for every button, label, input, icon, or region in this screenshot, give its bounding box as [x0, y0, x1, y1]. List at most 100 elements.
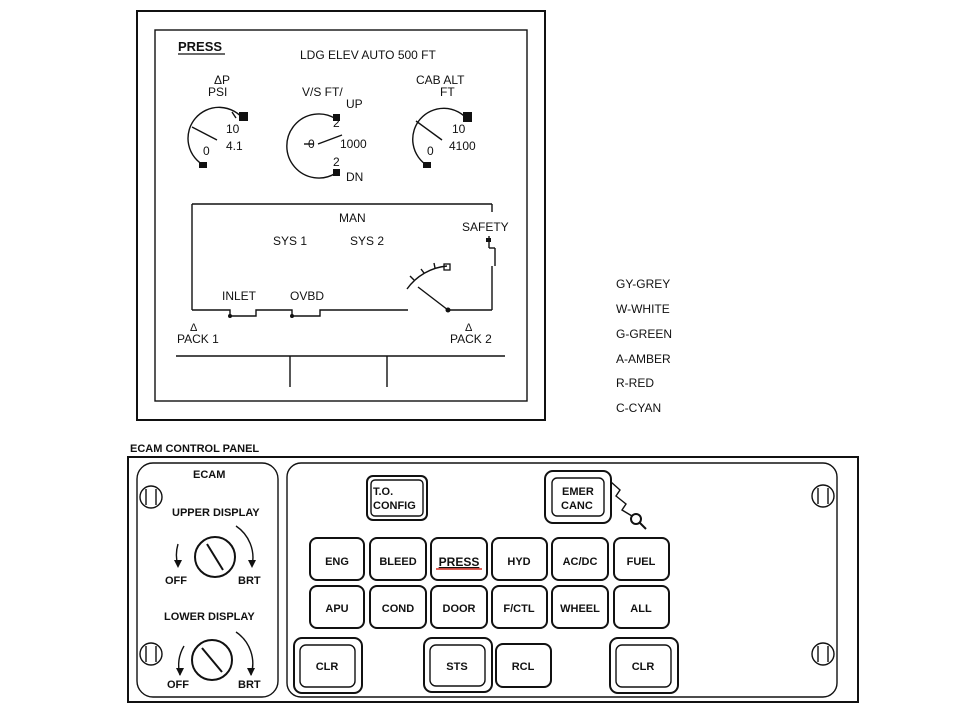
- emer-canc-key[interactable]: [551, 477, 605, 517]
- clr-right-button[interactable]: CLR: [609, 637, 679, 694]
- vs-tick-dn: 2: [333, 155, 340, 169]
- rcl-button[interactable]: RCL: [495, 643, 552, 688]
- f-ctl-button[interactable]: F/CTL: [491, 585, 548, 629]
- eng-label: ENG: [325, 556, 349, 568]
- cond-label: COND: [382, 603, 414, 615]
- cond-key[interactable]: [369, 585, 427, 629]
- to-config-button[interactable]: T.O. CONFIG: [366, 475, 428, 521]
- delta-p-value: 4.1: [226, 139, 243, 153]
- sts-guard: [423, 637, 493, 693]
- display-screen: [154, 29, 528, 402]
- clr-left-guard: [293, 637, 363, 694]
- emer-canc-button[interactable]: EMER CANC: [544, 470, 647, 530]
- legend-item: G-GREEN: [616, 327, 672, 341]
- delta-p-tick: [231, 111, 237, 119]
- cab-alt-unit: FT: [440, 85, 455, 99]
- clr-right-key[interactable]: [615, 644, 672, 688]
- hyd-button[interactable]: HYD: [491, 537, 548, 581]
- arrow-down-icon: [248, 560, 256, 568]
- press-button[interactable]: PRESS: [430, 537, 488, 581]
- to-config-key[interactable]: [370, 479, 424, 517]
- legend-item: C-CYAN: [616, 401, 661, 415]
- door-button[interactable]: DOOR: [430, 585, 488, 629]
- hyd-label: HYD: [507, 556, 530, 568]
- cab-alt-pointer: [415, 120, 443, 141]
- display-brightness-section: [136, 462, 279, 698]
- pack1-label: PACK 1: [177, 332, 219, 346]
- ldg-elev-readout: LDG ELEV AUTO 500 FT: [300, 48, 437, 62]
- bleed-key[interactable]: [369, 537, 427, 581]
- pack2-delta: Δ: [465, 322, 473, 334]
- key-ring-icon: [630, 513, 642, 525]
- f-ctl-label: F/CTL: [503, 603, 534, 615]
- eng-key[interactable]: [309, 537, 365, 581]
- clr-right-label: CLR: [632, 661, 655, 673]
- door-label: DOOR: [443, 603, 476, 615]
- clr-left-button[interactable]: CLR: [293, 637, 363, 694]
- clr-left-key[interactable]: [299, 644, 356, 688]
- inlet-label: INLET: [222, 289, 257, 303]
- cab-alt-arc: [412, 107, 469, 167]
- hyd-key[interactable]: [491, 537, 548, 581]
- all-key[interactable]: [613, 585, 670, 629]
- outflow-valve-tick-2: [420, 268, 425, 274]
- wheel-label: WHEEL: [560, 603, 600, 615]
- vs-pointer: [317, 134, 343, 145]
- ac-dc-key[interactable]: [551, 537, 609, 581]
- screw-icon: [811, 484, 835, 508]
- upper-off-label: OFF: [165, 575, 187, 587]
- ac-dc-button[interactable]: AC/DC: [551, 537, 609, 581]
- f-ctl-key[interactable]: [491, 585, 548, 629]
- vs-value: 1000: [340, 137, 367, 151]
- fuel-button[interactable]: FUEL: [613, 537, 670, 581]
- fuel-key[interactable]: [613, 537, 670, 581]
- guard-wire: [610, 481, 633, 517]
- legend-item: A-AMBER: [616, 352, 671, 366]
- pack1-delta: Δ: [190, 322, 198, 334]
- clr-left-label: CLR: [316, 661, 339, 673]
- upper-brt-label: BRT: [238, 575, 261, 587]
- cabin-altitude-gauge: CAB ALT FT 10 0 4100: [412, 73, 476, 168]
- man-label: MAN: [339, 211, 366, 225]
- outflow-valve-tick-3: [433, 262, 436, 269]
- upper-display-knob[interactable]: [174, 525, 256, 578]
- display-outer-frame: [136, 10, 546, 421]
- sts-label: STS: [446, 661, 467, 673]
- pack2-label: PACK 2: [450, 332, 492, 346]
- all-button[interactable]: ALL: [613, 585, 670, 629]
- wheel-key[interactable]: [551, 585, 609, 629]
- vertical-speed-gauge: V/S FT/ UP 2 0 1000 2 DN: [286, 85, 367, 184]
- outflow-valve-tick-1: [409, 275, 415, 281]
- rcl-key[interactable]: [495, 643, 552, 688]
- lower-display-knob[interactable]: [176, 631, 255, 681]
- press-label: PRESS: [439, 555, 480, 569]
- arrow-down-icon: [247, 668, 255, 676]
- legend-item: W-WHITE: [616, 302, 670, 316]
- sts-key[interactable]: [429, 644, 486, 687]
- apu-label: APU: [325, 603, 348, 615]
- panel-outer-frame: [127, 456, 859, 703]
- safety-label: SAFETY: [462, 220, 509, 234]
- delta-p-tick-high: 10: [226, 122, 240, 136]
- sys1-label: SYS 1: [273, 234, 307, 248]
- eng-button[interactable]: ENG: [309, 537, 365, 581]
- sts-button[interactable]: STS: [423, 637, 493, 693]
- cond-button[interactable]: COND: [369, 585, 427, 629]
- outflow-valve-pointer: [417, 286, 449, 311]
- valve-schematic: MAN SYS 1 SYS 2 SAFETY INLET OVBD: [191, 203, 509, 318]
- upper-display-label: UPPER DISPLAY: [172, 507, 260, 519]
- lower-off-label: OFF: [167, 679, 189, 691]
- apu-key[interactable]: [309, 585, 365, 629]
- button-row-2: APU COND DOOR F/CTL WHEEL ALL: [309, 585, 670, 629]
- delta-p-arc: [187, 106, 245, 167]
- wheel-button[interactable]: WHEEL: [551, 585, 609, 629]
- bleed-button[interactable]: BLEED: [369, 537, 427, 581]
- ovbd-valve: [290, 314, 294, 318]
- to-config-label-1: T.O.: [373, 486, 393, 498]
- vs-up-label: UP: [346, 97, 363, 111]
- rcl-label: RCL: [512, 661, 535, 673]
- vs-unit-label: V/S FT/: [302, 85, 343, 99]
- apu-button[interactable]: APU: [309, 585, 365, 629]
- door-key[interactable]: [430, 585, 488, 629]
- outflow-valve-open-mark: [443, 263, 451, 271]
